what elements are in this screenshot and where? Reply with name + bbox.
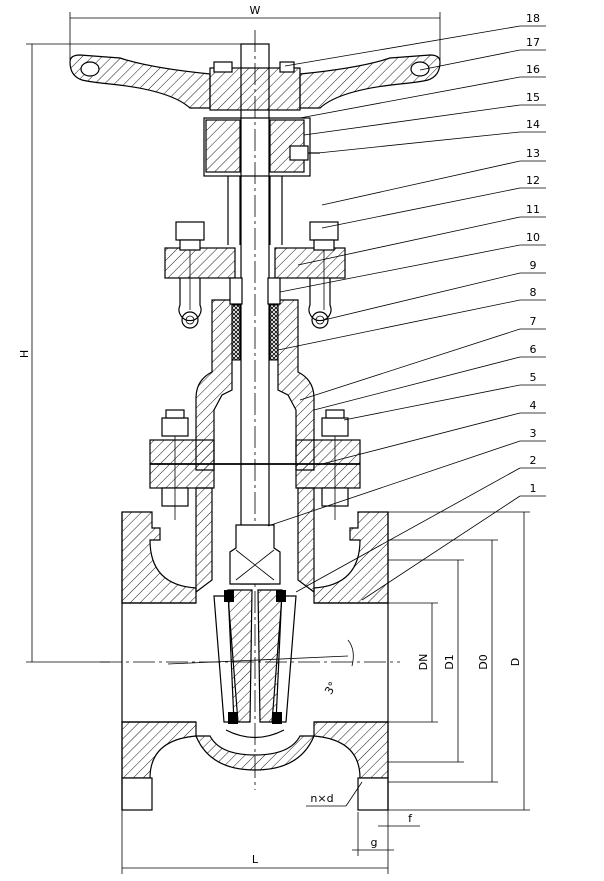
- callout-leader-12: [321, 187, 521, 229]
- part-number-10: 10: [526, 231, 540, 244]
- bonnet: [195, 277, 315, 471]
- part-number-13: 13: [526, 147, 540, 160]
- part-number-11: 11: [526, 203, 540, 216]
- callout-leader-16: [299, 76, 521, 119]
- dim-label-dn: DN: [417, 654, 430, 671]
- part-number-3: 3: [530, 427, 537, 440]
- callout-leader-18: [284, 25, 521, 67]
- wedge: [213, 524, 297, 739]
- part-number-6: 6: [530, 343, 537, 356]
- dim-label-d1: D1: [443, 654, 456, 669]
- callout-leader-2: [295, 467, 521, 593]
- dim-label-g: g: [371, 836, 378, 849]
- callout-leader-7: [299, 328, 521, 401]
- part-number-16: 16: [526, 63, 540, 76]
- part-number-14: 14: [526, 118, 540, 131]
- part-number-12: 12: [526, 174, 540, 187]
- dimension-labels: W H L DN D1 D0 D f g n×d 3°: [18, 4, 522, 866]
- callout-leader-5: [343, 384, 521, 421]
- part-callouts: 18 17 16 15 14 13 12 11 10 9 8 7 6 5 4 3 2 1: [267, 12, 546, 601]
- part-number-1: 1: [530, 482, 537, 495]
- callout-leader-6: [313, 356, 521, 411]
- callout-leader-4: [317, 412, 521, 466]
- valve-body: [121, 487, 389, 811]
- part-number-7: 7: [530, 315, 537, 328]
- part-number-5: 5: [530, 371, 537, 384]
- callout-leader-17: [419, 49, 521, 71]
- yoke-top: [203, 117, 320, 177]
- part-number-4: 4: [530, 399, 537, 412]
- part-number-9: 9: [530, 259, 537, 272]
- dim-label-l: L: [252, 853, 259, 866]
- callout-leader-14: [317, 131, 521, 154]
- dimensions: [26, 12, 530, 874]
- part-number-17: 17: [526, 36, 540, 49]
- dim-label-f: f: [408, 812, 413, 825]
- yoke-arms: [227, 176, 283, 245]
- dim-label-nxd: n×d: [310, 792, 333, 805]
- part-number-18: 18: [526, 12, 540, 25]
- dim-label-d: D: [509, 658, 522, 666]
- callout-leader-1: [361, 495, 521, 601]
- callout-leader-3: [267, 440, 521, 527]
- center-lines: [100, 639, 400, 667]
- callout-leader-8: [277, 299, 521, 351]
- callout-leader-10: [279, 244, 521, 293]
- part-number-8: 8: [530, 286, 537, 299]
- callout-leader-13: [321, 160, 521, 206]
- dim-label-d0: D0: [477, 654, 490, 669]
- part-number-15: 15: [526, 91, 540, 104]
- callout-leader-11: [297, 216, 521, 266]
- dim-label-angle: 3°: [322, 680, 340, 697]
- part-number-2: 2: [530, 454, 537, 467]
- dim-label-h: H: [18, 350, 31, 358]
- callout-leader-9: [323, 272, 521, 321]
- dim-label-w: W: [250, 4, 261, 17]
- callout-leader-15: [303, 104, 521, 136]
